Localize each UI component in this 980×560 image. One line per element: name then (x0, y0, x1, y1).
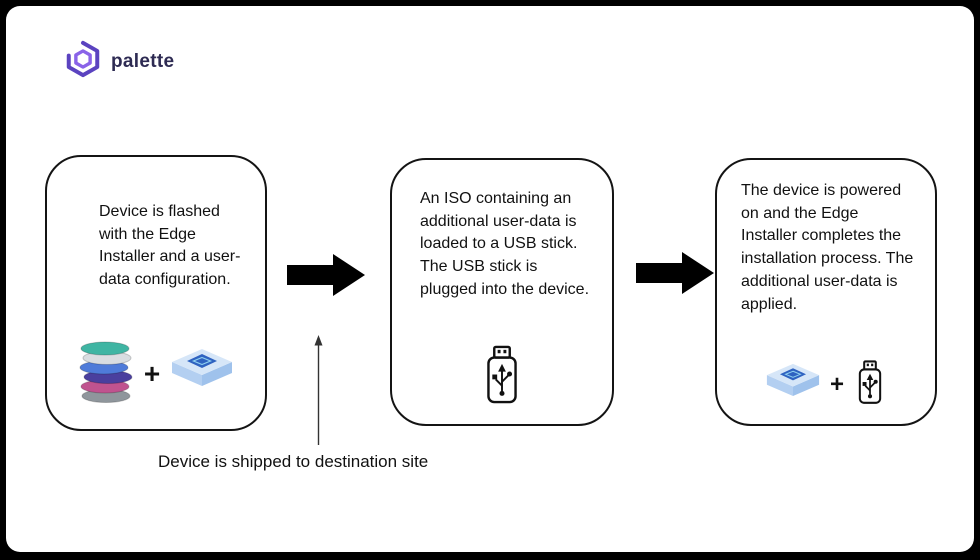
plus-sign: + (829, 371, 844, 398)
shipping-note: Device is shipped to destination site (158, 452, 429, 471)
step-card-2: An ISO containing an additional user-dat… (390, 158, 614, 426)
step-1-text: Device is flashed with the Edge Installe… (99, 203, 241, 289)
shipping-arrow-icon (314, 335, 323, 452)
layer-stack-icon (78, 338, 134, 409)
palette-logo-text: palette (111, 50, 175, 72)
step-3-icons: + (717, 360, 935, 410)
step-2-text: An ISO containing an additional user-dat… (420, 190, 590, 298)
edge-device-icon (170, 348, 234, 399)
palette-logo-mark-icon (64, 40, 102, 83)
flow-arrow-icon (636, 250, 714, 301)
step-card-3: The device is powered on and the Edge In… (715, 158, 937, 426)
palette-logo: palette (64, 40, 174, 83)
usb-icon (479, 345, 525, 410)
step-3-text: The device is powered on and the Edge In… (741, 182, 914, 313)
step-card-1: Device is flashed with the Edge Installe… (45, 155, 267, 431)
flow-arrow-icon (287, 252, 365, 303)
step-1-icons: + (47, 338, 265, 409)
step-2-icons (392, 345, 612, 410)
plus-sign: + (143, 357, 161, 389)
edge-device-icon (765, 363, 821, 408)
usb-icon (853, 360, 887, 410)
